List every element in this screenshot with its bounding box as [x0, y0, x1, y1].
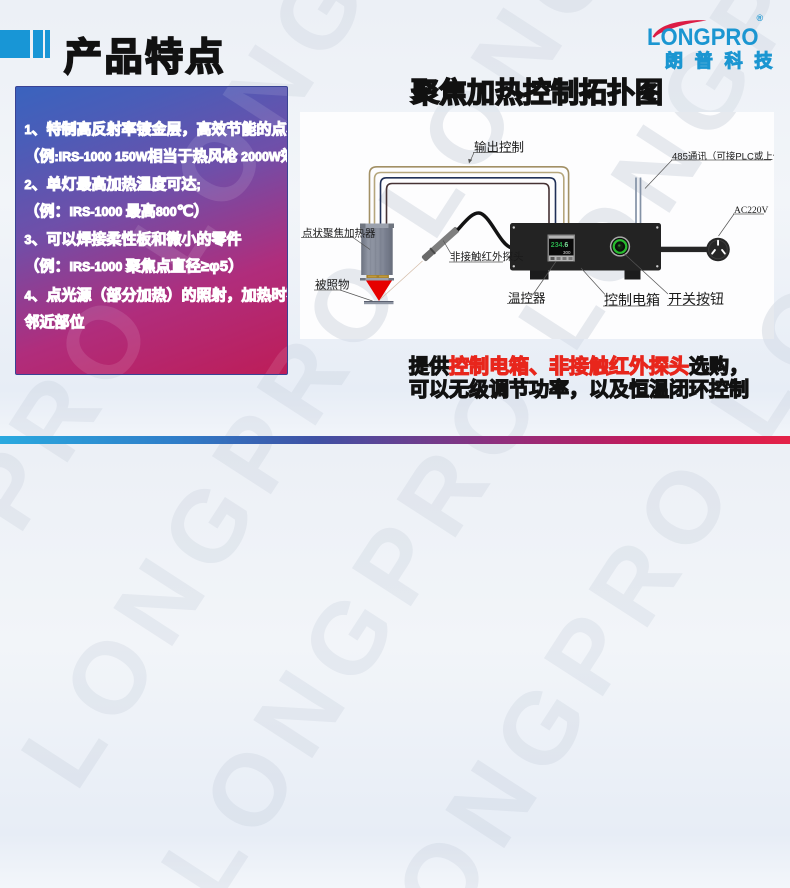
svg-text:AC220V: AC220V [734, 206, 768, 216]
svg-text:被照物: 被照物 [315, 278, 350, 292]
svg-text:点状聚焦加热器: 点状聚焦加热器 [302, 227, 376, 240]
svg-text:非接触红外探头: 非接触红外探头 [450, 250, 524, 263]
svg-text:温控器: 温控器 [508, 292, 546, 306]
svg-text:控制电箱: 控制电箱 [604, 292, 660, 308]
svg-text:输出控制: 输出控制 [474, 140, 524, 155]
svg-text:234.6: 234.6 [551, 242, 569, 249]
svg-text:开关按钮: 开关按钮 [668, 291, 724, 307]
svg-text:300: 300 [563, 250, 571, 255]
svg-text:485通讯（可接PLC或上位机）: 485通讯（可接PLC或上位机） [672, 151, 774, 163]
